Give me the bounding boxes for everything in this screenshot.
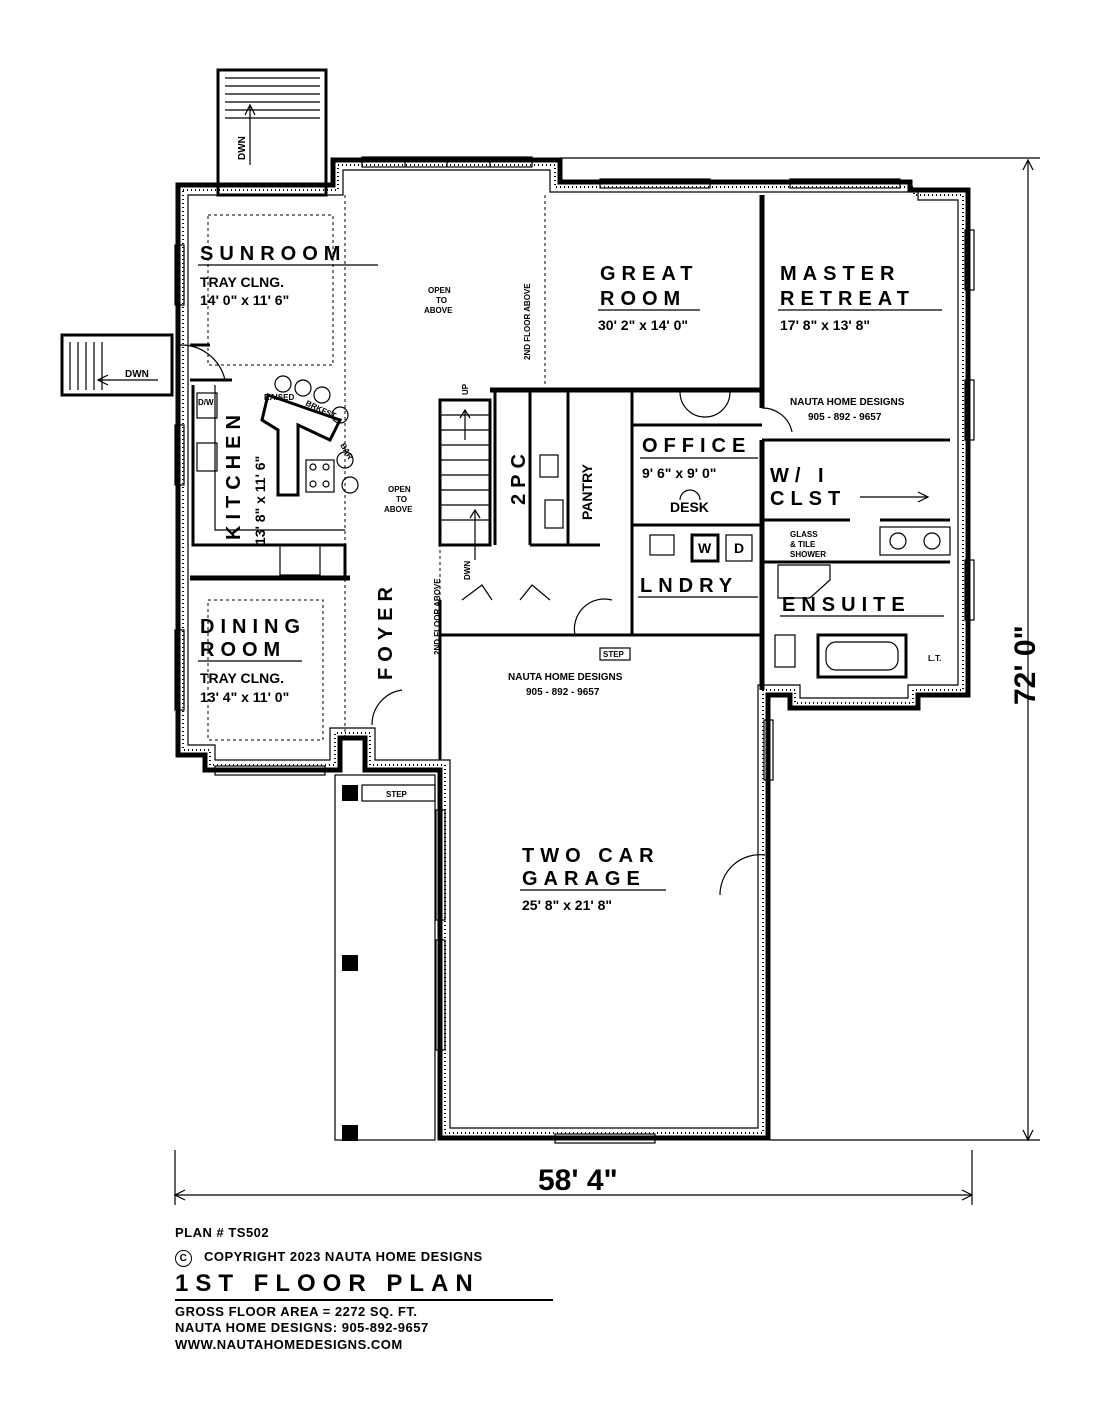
kitchen-counters xyxy=(191,375,359,578)
overall-width: 58' 4" xyxy=(538,1164,618,1197)
dimension-lines xyxy=(173,157,1040,1205)
laundry-w: W xyxy=(698,540,712,556)
front-porch xyxy=(334,647,631,1141)
open-above-1c: ABOVE xyxy=(424,306,453,315)
dining-note: TRAY CLNG. xyxy=(200,670,284,686)
laundry-d: D xyxy=(734,540,744,556)
fixtures xyxy=(539,454,951,679)
second-floor-above-2: 2ND FLOOR ABOVE xyxy=(433,578,442,655)
shower-3: SHOWER xyxy=(790,550,826,559)
sunroom-size: 14' 0" x 11' 6" xyxy=(200,292,289,308)
label-up: UP xyxy=(461,383,470,395)
side-stairs xyxy=(60,333,174,397)
pantry-label: PANTRY xyxy=(579,463,595,520)
great-room-name1: GREAT xyxy=(600,263,699,285)
label-dwn-rear: DWN xyxy=(237,136,248,160)
kitchen-size: 13' 8" x 11' 6" xyxy=(252,456,268,545)
office-desk: DESK xyxy=(670,499,709,515)
watermark-company-2: NAUTA HOME DESIGNS xyxy=(508,672,623,683)
label-step-1: STEP xyxy=(603,650,625,659)
ensuite-lt: L.T. xyxy=(928,654,941,663)
sunroom-tray-ceiling xyxy=(207,214,334,366)
windows xyxy=(174,156,975,1144)
wic-name1: W/ I xyxy=(770,465,830,487)
title-underline xyxy=(175,1299,553,1301)
doors xyxy=(179,344,793,896)
master-name2: RETREAT xyxy=(780,288,915,310)
contact-phone: NAUTA HOME DESIGNS: 905-892-9657 xyxy=(175,1320,429,1335)
watermark-company-1: NAUTA HOME DESIGNS xyxy=(790,397,905,408)
garage-name1: TWO CAR xyxy=(522,845,660,867)
laundry-name: LNDRY xyxy=(640,575,738,597)
wic-name2: CLST xyxy=(770,488,846,510)
gross-floor-area: GROSS FLOOR AREA = 2272 SQ. FT. xyxy=(175,1304,418,1319)
shower-2: & TILE xyxy=(790,540,816,549)
interior-walls xyxy=(190,195,950,760)
open-above-1b: TO xyxy=(436,296,447,305)
foyer-name: FOYER xyxy=(375,581,397,680)
ensuite-name: ENSUITE xyxy=(782,594,911,616)
watermark-phone-2: 905 - 892 - 9657 xyxy=(526,687,600,698)
second-floor-above-1: 2ND FLOOR ABOVE xyxy=(523,283,532,360)
label-dwn-stairs: DWN xyxy=(463,561,472,580)
great-room-name2: ROOM xyxy=(600,288,686,310)
label-dwn-side: DWN xyxy=(125,369,149,380)
dining-name2: ROOM xyxy=(200,639,286,661)
label-raised: RAISED xyxy=(264,393,294,402)
exterior-walls xyxy=(175,157,971,1141)
drawing-title: 1ST FLOOR PLAN xyxy=(175,1270,480,1297)
master-name1: MASTER xyxy=(780,263,900,285)
label-step-2: STEP xyxy=(386,790,408,799)
garage-name2: GARAGE xyxy=(522,868,646,890)
open-above-1a: OPEN xyxy=(428,286,451,295)
master-size: 17' 8" x 13' 8" xyxy=(780,317,870,333)
watermark-phone-1: 905 - 892 - 9657 xyxy=(808,412,882,423)
dining-size: 13' 4" x 11' 0" xyxy=(200,689,289,705)
plan-number: PLAN # TS502 xyxy=(175,1225,270,1240)
copyright-icon: C xyxy=(175,1250,192,1267)
garage-size: 25' 8" x 21' 8" xyxy=(522,897,612,913)
great-room-size: 30' 2" x 14' 0" xyxy=(598,317,688,333)
label-dw: D/W xyxy=(198,398,214,407)
shower-1: GLASS xyxy=(790,530,818,539)
overall-height: 72' 0" xyxy=(1009,625,1042,705)
website: WWW.NAUTAHOMEDESIGNS.COM xyxy=(175,1337,403,1352)
interior-stairs xyxy=(438,398,492,560)
two-pc-label: 2PC xyxy=(508,448,530,505)
open-above-2b: TO xyxy=(396,495,407,504)
kitchen-name: KITCHEN xyxy=(223,409,245,540)
sunroom-note: TRAY CLNG. xyxy=(200,274,284,290)
office-name: OFFICE xyxy=(642,435,751,457)
rear-deck-stairs xyxy=(216,68,328,197)
open-above-2c: ABOVE xyxy=(384,505,413,514)
copyright-line: C COPYRIGHT 2023 NAUTA HOME DESIGNS xyxy=(175,1249,483,1267)
office-size: 9' 6" x 9' 0" xyxy=(642,465,716,481)
dining-tray-ceiling xyxy=(207,599,324,741)
dining-name1: DINING xyxy=(200,616,306,638)
sunroom-name: SUNROOM xyxy=(200,243,346,265)
open-above-2a: OPEN xyxy=(388,485,411,494)
copyright-text: COPYRIGHT 2023 NAUTA HOME DESIGNS xyxy=(204,1249,483,1264)
